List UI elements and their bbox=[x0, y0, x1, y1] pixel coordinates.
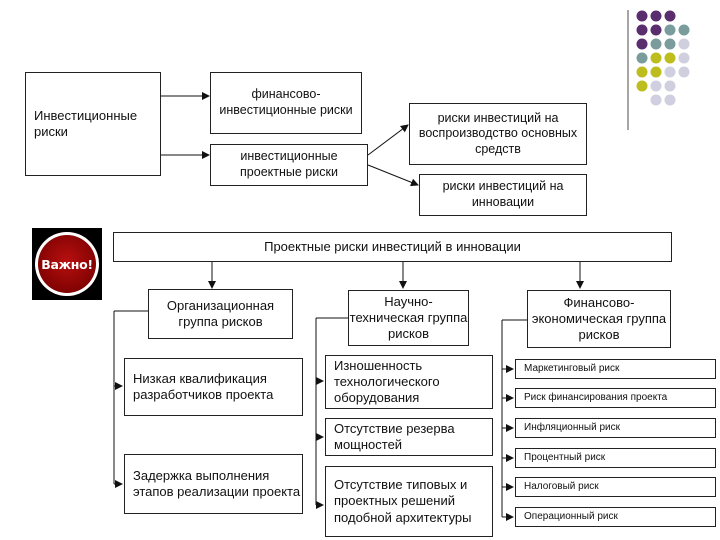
important-badge: Важно! bbox=[32, 228, 102, 300]
decorative-dot bbox=[664, 66, 676, 78]
decorative-dot bbox=[650, 66, 662, 78]
fin-item-label: Операционный риск bbox=[524, 510, 618, 522]
financial-investment-risks-label: финансово-инвестиционные риски bbox=[219, 87, 353, 117]
tech-item-box: Изношенность технологического оборудован… bbox=[325, 355, 493, 409]
decorative-dot bbox=[636, 10, 648, 22]
fin-item-box: Риск финансирования проекта bbox=[515, 388, 716, 408]
reproduction-risks-label: риски инвестиций на воспроизводство осно… bbox=[418, 110, 578, 156]
financial-group-title: Финансово-экономическая группа рисков bbox=[531, 294, 667, 343]
investment-risks-root: Инвестиционные риски bbox=[25, 72, 161, 176]
org-item-box: Задержка выполнения этапов реализации пр… bbox=[124, 454, 303, 514]
org-item-label: Задержка выполнения этапов реализации пр… bbox=[133, 467, 301, 499]
innovation-project-risks-header-label: Проектные риски инвестиций в инновации bbox=[264, 238, 521, 254]
fin-item-label: Процентный риск bbox=[524, 451, 606, 463]
technical-group-box: Научно-техническая группа рисков bbox=[348, 290, 469, 346]
decorative-dot bbox=[664, 52, 676, 64]
financial-investment-risks-node: финансово-инвестиционные риски bbox=[210, 72, 362, 134]
decorative-dot bbox=[650, 10, 662, 22]
project-investment-risks-label: инвестиционные проектные риски bbox=[240, 149, 338, 179]
decorative-dot bbox=[636, 66, 648, 78]
organizational-group-box: Организационная группа рисков bbox=[148, 289, 293, 339]
fin-item-label: Налоговый риск bbox=[524, 480, 599, 492]
decorative-dot bbox=[664, 94, 676, 106]
decorative-dot bbox=[650, 52, 662, 64]
financial-group-box: Финансово-экономическая группа рисков bbox=[527, 290, 671, 348]
fin-item-box: Процентный риск bbox=[515, 448, 716, 468]
decorative-dot bbox=[678, 52, 690, 64]
fin-item-box: Маркетинговый риск bbox=[515, 359, 716, 379]
investment-risks-root-label: Инвестиционные риски bbox=[34, 107, 138, 139]
fin-item-box: Операционный риск bbox=[515, 507, 716, 527]
decorative-dot bbox=[650, 24, 662, 36]
important-badge-disc: Важно! bbox=[35, 232, 99, 296]
fin-item-label: Инфляционный риск bbox=[524, 421, 620, 433]
organizational-group-title: Организационная группа рисков bbox=[166, 297, 275, 329]
tech-item-box: Отсутствие резерва мощностей bbox=[325, 418, 493, 456]
decorative-dot bbox=[650, 80, 662, 92]
decorative-dot bbox=[636, 24, 648, 36]
decorative-dot-grid bbox=[627, 10, 690, 130]
technical-group-title: Научно-техническая группа рисков bbox=[349, 293, 468, 342]
org-item-label: Низкая квалификация разработчиков проект… bbox=[133, 370, 274, 402]
decorative-dot bbox=[678, 38, 690, 50]
decorative-dot bbox=[650, 38, 662, 50]
decorative-dot bbox=[636, 80, 648, 92]
decorative-dot bbox=[664, 80, 676, 92]
fin-item-label: Маркетинговый риск bbox=[524, 362, 620, 374]
tech-item-label: Отсутствие резерва мощностей bbox=[334, 420, 455, 452]
decorative-dot bbox=[664, 38, 676, 50]
decorative-dot bbox=[636, 38, 648, 50]
reproduction-risks-node: риски инвестиций на воспроизводство осно… bbox=[409, 103, 587, 165]
decorative-dot bbox=[664, 10, 676, 22]
innovation-risks-label: риски инвестиций на инновации bbox=[442, 179, 564, 209]
tech-item-label: Изношенность технологического оборудован… bbox=[334, 357, 440, 406]
innovation-risks-node: риски инвестиций на инновации bbox=[419, 174, 587, 216]
innovation-project-risks-header: Проектные риски инвестиций в инновации bbox=[113, 232, 672, 262]
fin-item-box: Налоговый риск bbox=[515, 477, 716, 497]
org-item-box: Низкая квалификация разработчиков проект… bbox=[124, 358, 303, 416]
decorative-dot bbox=[678, 24, 690, 36]
tech-item-box: Отсутствие типовых и проектных решений п… bbox=[325, 466, 493, 537]
decorative-dot bbox=[678, 66, 690, 78]
fin-item-label: Риск финансирования проекта bbox=[524, 391, 668, 403]
decorative-dot bbox=[636, 52, 648, 64]
decorative-dot bbox=[664, 24, 676, 36]
fin-item-box: Инфляционный риск bbox=[515, 418, 716, 438]
decorative-dot bbox=[650, 94, 662, 106]
tech-item-label: Отсутствие типовых и проектных решений п… bbox=[334, 477, 472, 525]
project-investment-risks-node: инвестиционные проектные риски bbox=[210, 144, 368, 186]
important-badge-label: Важно! bbox=[41, 256, 93, 272]
